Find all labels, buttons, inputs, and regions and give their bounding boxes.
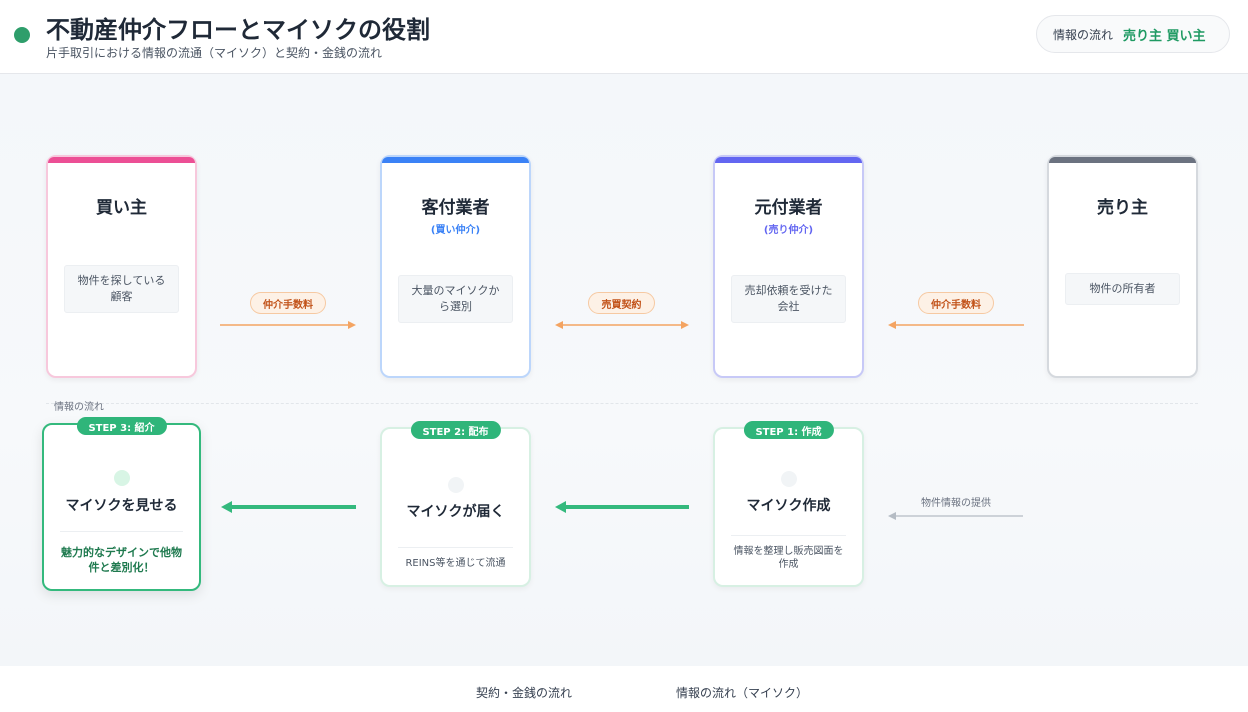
step-badge: STEP 1: 作成: [743, 421, 834, 439]
party-card-accent: [382, 157, 529, 163]
party-desc: 物件の所有者: [1065, 273, 1180, 305]
step-card-create: STEP 1: 作成 マイソク作成 情報を整理し販売図面を作成: [713, 421, 864, 587]
step-separator: [731, 535, 846, 536]
info-provide-label: 物件情報の提供: [921, 498, 991, 509]
party-role: (売り仲介): [763, 225, 814, 236]
party-card-buyer: 買い主 物件を探している顧客: [46, 155, 197, 378]
party-role: (買い仲介): [430, 225, 481, 236]
legend-money: 契約・金銭の流れ: [476, 684, 572, 701]
party-name: 元付業者: [754, 198, 823, 218]
step-icon: [447, 477, 464, 493]
step-card-distribute: STEP 2: 配布 マイソクが届く REINS等を通じて流通: [380, 421, 531, 587]
step-icon: [780, 471, 797, 487]
step-desc: 魅力的なデザインで他物件と差別化！: [61, 546, 182, 574]
diagram-canvas: [0, 74, 1248, 666]
party-card-buyer-agent: 客付業者 (買い仲介) 大量のマイソクから選別: [380, 155, 531, 378]
fee-pill-seller-side: 仲介手数料: [918, 292, 994, 314]
step-badge: STEP 2: 配布: [410, 421, 501, 439]
step-icon: [113, 470, 130, 486]
legend-info: 情報の流れ（マイソク）: [676, 684, 808, 701]
party-name: 買い主: [96, 198, 147, 218]
divider-line: [46, 403, 1198, 404]
step-title: マイソクを見せる: [65, 498, 178, 514]
header: 不動産仲介フローとマイソクの役割 片手取引における情報の流通（マイソク）と契約・…: [0, 0, 1248, 74]
party-card-accent: [715, 157, 862, 163]
step-desc: REINS等を通じて流通: [405, 558, 506, 569]
legend-footer: [0, 666, 1248, 712]
party-desc: 物件を探している顧客: [64, 265, 179, 313]
page-title: 不動産仲介フローとマイソクの役割: [46, 16, 430, 44]
page-subtitle: 片手取引における情報の流通（マイソク）と契約・金銭の流れ: [46, 46, 383, 60]
legend-info-label: 情報の流れ（マイソク）: [676, 686, 809, 700]
header-dot-icon: [14, 27, 30, 43]
step-desc: 情報を整理し販売図面を作成: [733, 546, 844, 570]
party-card-seller-agent: 元付業者 (売り仲介) 売却依頼を受けた会社: [713, 155, 864, 378]
step-separator: [60, 531, 183, 532]
party-card-accent: [1049, 157, 1196, 163]
party-desc: 大量のマイソクから選別: [398, 275, 513, 323]
party-card-accent: [48, 157, 195, 163]
party-name: 客付業者: [421, 198, 490, 218]
info-flow-pill-label: 情報の流れ: [1053, 27, 1114, 42]
info-flow-pill: 情報の流れ 売り主 買い主: [1036, 15, 1230, 53]
legend-money-label: 契約・金銭の流れ: [476, 686, 573, 700]
divider-label: 情報の流れ: [54, 402, 104, 413]
step-card-introduce: STEP 3: 紹介 マイソクを見せる 魅力的なデザインで他物件と差別化！: [42, 417, 201, 591]
contract-pill: 売買契約: [588, 292, 655, 314]
step-badge: STEP 3: 紹介: [76, 417, 167, 435]
party-card-seller: 売り主 物件の所有者: [1047, 155, 1198, 378]
party-desc: 売却依頼を受けた会社: [731, 275, 846, 323]
info-flow-pill-value: 売り主 買い主: [1123, 28, 1206, 44]
step-separator: [398, 547, 513, 548]
step-title: マイソクが届く: [406, 504, 505, 520]
party-name: 売り主: [1097, 198, 1148, 218]
fee-pill-buyer-side: 仲介手数料: [250, 292, 326, 314]
step-title: マイソク作成: [746, 498, 831, 514]
